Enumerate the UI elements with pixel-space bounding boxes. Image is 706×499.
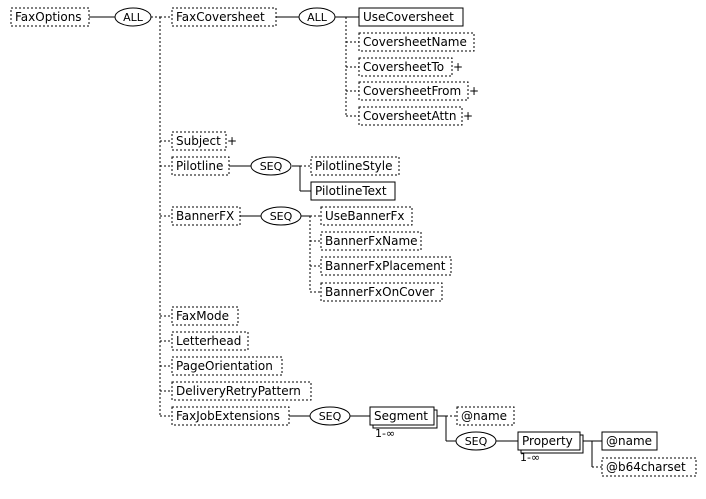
compositor-label: SEQ [260,160,283,173]
compositor-label: ALL [123,11,144,24]
attribute-segment-name[interactable]: @name [456,406,515,426]
element-label: FaxOptions [15,10,82,24]
compositor-label: SEQ [270,210,293,223]
cardinality-label: 1-∞ [520,451,540,464]
element-use-banner-fx[interactable]: UseBannerFx [320,206,413,226]
attribute-label: @name [606,434,652,448]
element-banner-fx-on-cover[interactable]: BannerFxOnCover [320,282,443,302]
element-coversheet-attn[interactable]: CoversheetAttn + [358,106,473,126]
element-label: FaxCoversheet [176,10,265,24]
element-fax-mode[interactable]: FaxMode [171,306,239,326]
element-label: Segment [374,409,428,423]
compositor-seq-segment: SEQ [455,431,497,451]
element-label: BannerFxName [325,234,418,248]
compositor-label: SEQ [319,410,342,423]
element-segment[interactable]: Segment [369,406,438,429]
element-subject[interactable]: Subject + [171,131,237,151]
element-fax-coversheet[interactable]: FaxCoversheet [171,7,277,27]
element-label: UseCoversheet [363,10,454,24]
element-label: BannerFxOnCover [325,285,434,299]
element-label: CoversheetFrom [363,84,461,98]
element-label: DeliveryRetryPattern [176,384,301,398]
element-use-coversheet[interactable]: UseCoversheet [358,7,464,27]
compositor-all-coversheet: ALL [298,7,336,27]
element-label: Letterhead [176,334,241,348]
attribute-label: @b64charset [606,460,686,474]
compositor-label: ALL [307,11,328,24]
attribute-label: @name [461,409,507,423]
compositor-all-root: ALL [114,7,152,27]
element-coversheet-name[interactable]: CoversheetName [358,32,475,52]
expand-icon[interactable]: + [469,84,479,98]
element-pilotline[interactable]: Pilotline [171,156,230,176]
element-label: Pilotline [176,159,223,173]
element-label: PageOrientation [176,359,273,373]
element-label: Subject [176,134,221,148]
expand-icon[interactable]: + [453,60,463,74]
element-label: FaxMode [176,309,229,323]
element-label: CoversheetAttn [363,109,456,123]
element-label: PilotlineStyle [315,159,392,173]
element-coversheet-from[interactable]: CoversheetFrom + [358,81,479,101]
element-label: BannerFxPlacement [325,259,446,273]
compositor-seq-bannerfx: SEQ [260,206,302,226]
cardinality-label: 1-∞ [375,427,395,440]
element-property[interactable]: Property [517,431,584,454]
element-banner-fx[interactable]: BannerFX [171,206,241,226]
element-coversheet-to[interactable]: CoversheetTo + [358,57,463,77]
element-pilotline-style[interactable]: PilotlineStyle [310,156,400,176]
element-fax-options[interactable]: FaxOptions [10,7,90,27]
element-delivery-retry-pattern[interactable]: DeliveryRetryPattern [171,381,312,401]
compositor-seq-pilotline: SEQ [250,156,292,176]
element-pilotline-text[interactable]: PilotlineText [310,181,396,201]
element-label: BannerFX [176,209,234,223]
compositor-label: SEQ [465,435,488,448]
element-label: CoversheetName [363,35,467,49]
element-label: FaxJobExtensions [176,409,280,423]
element-banner-fx-placement[interactable]: BannerFxPlacement [320,256,452,276]
element-label: Property [522,434,573,448]
element-label: PilotlineText [315,184,387,198]
expand-icon[interactable]: + [463,109,473,123]
expand-icon[interactable]: + [227,134,237,148]
element-label: CoversheetTo [363,60,444,74]
element-page-orientation[interactable]: PageOrientation [171,356,283,376]
element-fax-job-extensions[interactable]: FaxJobExtensions [171,406,290,426]
element-label: UseBannerFx [325,209,405,223]
element-banner-fx-name[interactable]: BannerFxName [320,231,422,251]
connector-lines [89,16,602,468]
attribute-property-name[interactable]: @name [601,431,658,451]
attribute-property-b64charset[interactable]: @b64charset [601,457,697,477]
compositor-seq-jobext: SEQ [309,406,351,426]
element-letterhead[interactable]: Letterhead [171,331,249,351]
